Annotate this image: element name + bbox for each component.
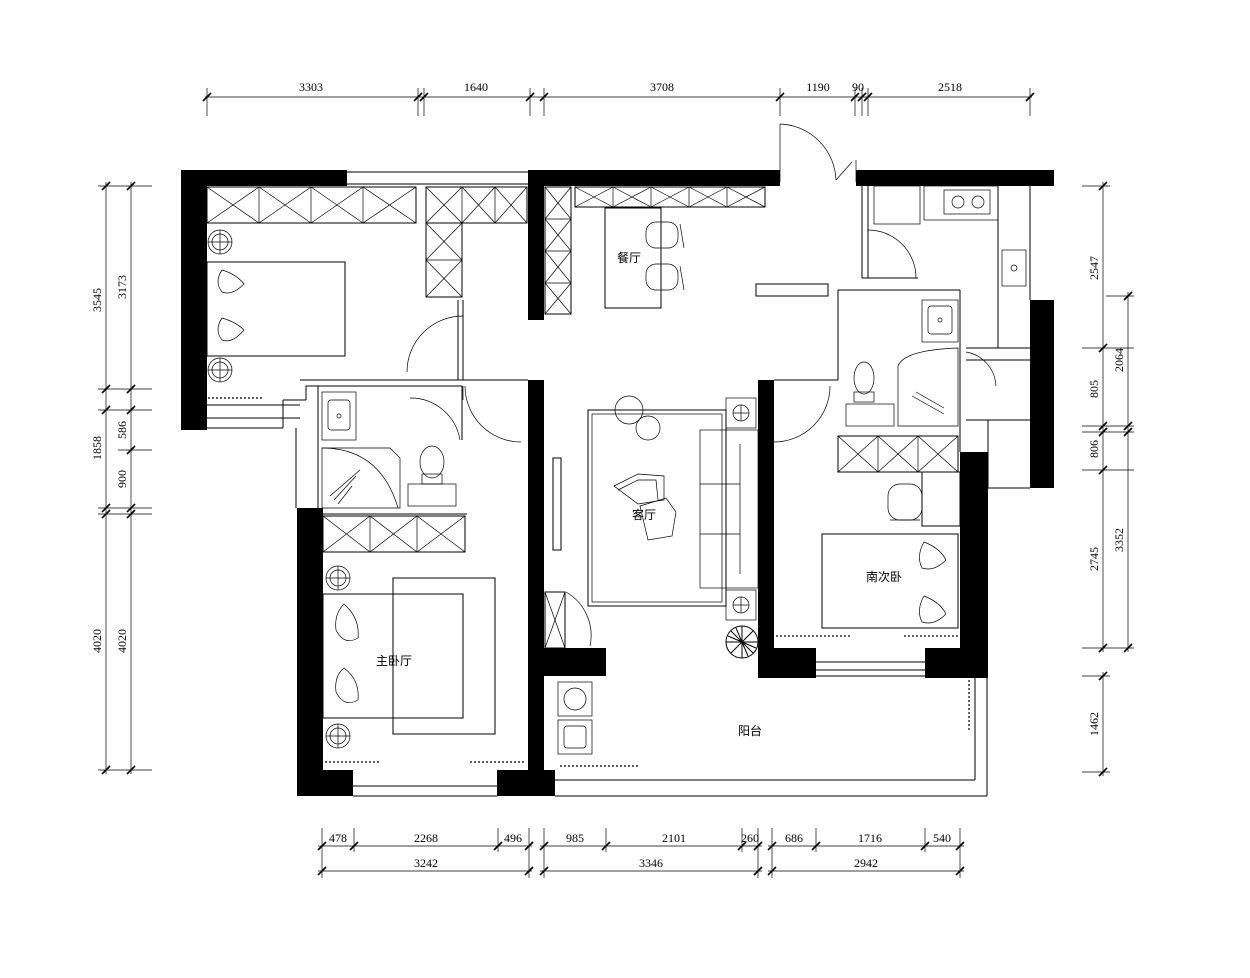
dim-left-inner-1: 3173 <box>115 275 129 299</box>
label-master-bedroom: 主卧厅 <box>376 654 412 668</box>
dim-left-inner-2: 586 <box>115 421 129 439</box>
living-chairs <box>613 395 677 541</box>
dim-left-inner-3: 900 <box>115 470 129 488</box>
dim-left-outer-1: 3545 <box>90 288 104 312</box>
doors <box>406 123 997 647</box>
dim-bottom-1: 478 <box>329 831 347 845</box>
dim-bottom-2: 2268 <box>414 831 438 845</box>
wardrobe-corridor <box>425 186 528 298</box>
bathroom-fixtures <box>321 299 959 509</box>
bed-master <box>325 565 359 749</box>
dimension-lines-right: 2547 2064 805 806 2745 3352 1462 <box>1082 181 1134 777</box>
dim-bottom-total-3: 2942 <box>854 856 878 870</box>
dim-bottom-3: 496 <box>504 831 522 845</box>
dim-right-inner-3: 3352 <box>1112 528 1126 552</box>
sofa <box>699 397 759 621</box>
dim-top-5: 90 <box>852 80 864 94</box>
kitchen <box>873 185 1027 287</box>
plant <box>725 625 759 659</box>
cabinet-living-left <box>544 457 566 649</box>
desk-chair <box>887 483 923 521</box>
dim-bottom-9: 540 <box>933 831 951 845</box>
walls <box>181 170 1054 796</box>
dim-bottom-6: 260 <box>741 831 759 845</box>
wardrobe-bedroom-top <box>206 186 417 224</box>
dim-bottom-4: 985 <box>566 831 584 845</box>
dim-top-2: 1640 <box>464 80 488 94</box>
dim-right-outer-4: 1462 <box>1087 712 1101 736</box>
dining-chairs <box>645 221 685 291</box>
dim-bottom-5: 2101 <box>662 831 686 845</box>
dim-left-inner-4: 4020 <box>115 629 129 653</box>
dim-right-outer-1: 2547 <box>1087 256 1101 280</box>
balcony-appliances <box>557 681 593 755</box>
dim-top-4: 1190 <box>806 80 830 94</box>
dim-top-6: 2518 <box>938 80 962 94</box>
dim-top-1: 3303 <box>299 80 323 94</box>
dimension-lines-bottom: 478 2268 496 985 2101 260 686 1716 540 3… <box>317 828 965 878</box>
dimension-lines-top: 3303 1640 3708 1190 90 2518 <box>202 80 1035 116</box>
dim-bottom-7: 686 <box>785 831 803 845</box>
wardrobe-master <box>322 515 466 553</box>
dim-right-inner-2: 805 <box>1087 380 1101 398</box>
label-living: 客厅 <box>632 507 656 522</box>
dim-right-inner-1: 2064 <box>1112 348 1126 372</box>
cabinet-dining <box>544 186 766 315</box>
dim-bottom-total-1: 3242 <box>414 856 438 870</box>
dim-bottom-8: 1716 <box>858 831 882 845</box>
dim-right-outer-2: 806 <box>1087 440 1101 458</box>
dim-top-3: 3708 <box>650 80 674 94</box>
dimension-lines-left: 3545 1858 4020 3173 586 900 4020 <box>90 181 152 775</box>
bed-south <box>919 541 947 624</box>
dim-left-outer-3: 4020 <box>90 629 104 653</box>
dim-right-outer-3: 2745 <box>1087 547 1101 571</box>
curtain-lines <box>208 397 970 767</box>
wardrobe-south <box>837 435 959 473</box>
dim-bottom-total-2: 3346 <box>639 856 663 870</box>
label-dining: 餐厅 <box>617 250 641 265</box>
bed-left-bedroom <box>207 229 245 383</box>
dim-left-outer-2: 1858 <box>90 436 104 460</box>
label-south-bedroom: 南次卧 <box>866 569 902 584</box>
label-balcony: 阳台 <box>738 723 762 738</box>
